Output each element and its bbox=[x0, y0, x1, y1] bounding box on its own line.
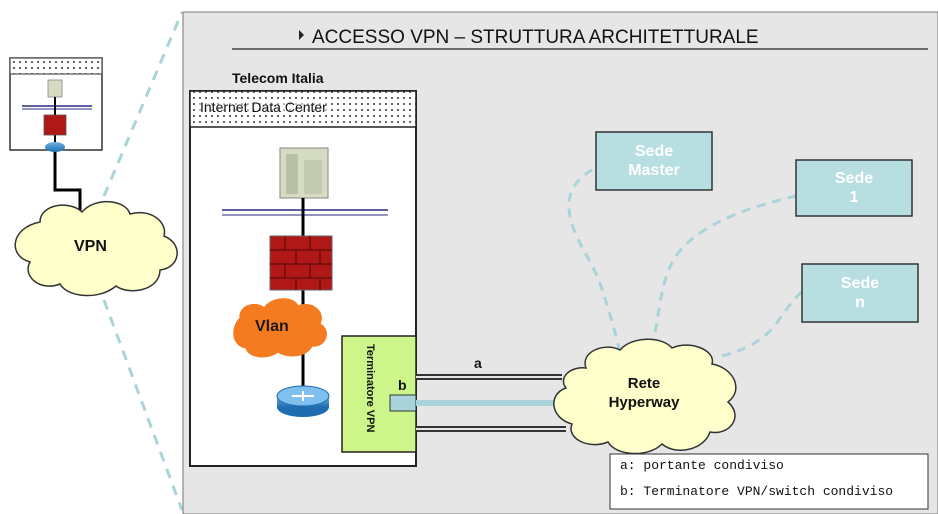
thumbnail-firewall-icon bbox=[43, 114, 67, 136]
legend-item-a: a: portante condiviso bbox=[620, 458, 784, 473]
sede-1-line2: 1 bbox=[849, 189, 859, 206]
rete-hyperway-line1: Rete bbox=[627, 375, 661, 392]
thumbnail-header bbox=[9, 57, 103, 75]
data-center-owner: Telecom Italia bbox=[232, 70, 324, 86]
vpn-cloud-label: VPN bbox=[74, 238, 107, 255]
legend-item-b: b: Terminatore VPN/switch condiviso bbox=[620, 484, 894, 499]
sede-master-box bbox=[595, 131, 713, 191]
zoom-line-top bbox=[102, 11, 184, 197]
sede-n-box bbox=[801, 263, 919, 323]
sede-1-line1: Sede bbox=[834, 170, 874, 187]
vpn-cloud bbox=[14, 200, 178, 297]
thumbnail-vpn-link bbox=[53, 152, 82, 212]
sede-1-label: Sede 1 bbox=[796, 169, 912, 207]
rete-hyperway-line2: Hyperway bbox=[608, 394, 680, 411]
thumbnail-router-icon bbox=[45, 142, 65, 152]
sede-master-line2: Master bbox=[628, 162, 680, 179]
sede-n-label: Sede n bbox=[802, 274, 918, 312]
title-bullet-icon bbox=[299, 30, 304, 40]
sede-master-label: Sede Master bbox=[596, 142, 712, 180]
terminator-port bbox=[389, 394, 417, 412]
sede-n-line1: Sede bbox=[840, 275, 880, 292]
sede-n-line2: n bbox=[855, 294, 865, 311]
rete-hyperway-cloud bbox=[553, 338, 737, 455]
sede-master-line1: Sede bbox=[634, 143, 674, 160]
vlan-cloud bbox=[233, 298, 327, 358]
firewall-icon bbox=[269, 235, 333, 291]
data-center-label: Internet Data Center bbox=[198, 99, 329, 115]
vlan-label: Vlan bbox=[255, 318, 289, 335]
sede-1-box bbox=[795, 159, 913, 217]
terminator-box bbox=[341, 335, 417, 453]
dashed-link-seden bbox=[721, 290, 803, 358]
link-a-label: a bbox=[474, 355, 482, 371]
page-title: ACCESSO VPN – STRUTTURA ARCHITETTURALE bbox=[312, 27, 759, 48]
thumbnail-server-icon bbox=[47, 79, 63, 98]
terminator-label: Terminatore VPN bbox=[364, 344, 376, 433]
rete-hyperway-label: Rete Hyperway bbox=[594, 374, 694, 412]
legend-box bbox=[609, 453, 929, 510]
zoom-line-bottom bbox=[102, 299, 184, 511]
dashed-link-sede1 bbox=[650, 194, 797, 349]
link-b-label: b bbox=[398, 377, 407, 393]
